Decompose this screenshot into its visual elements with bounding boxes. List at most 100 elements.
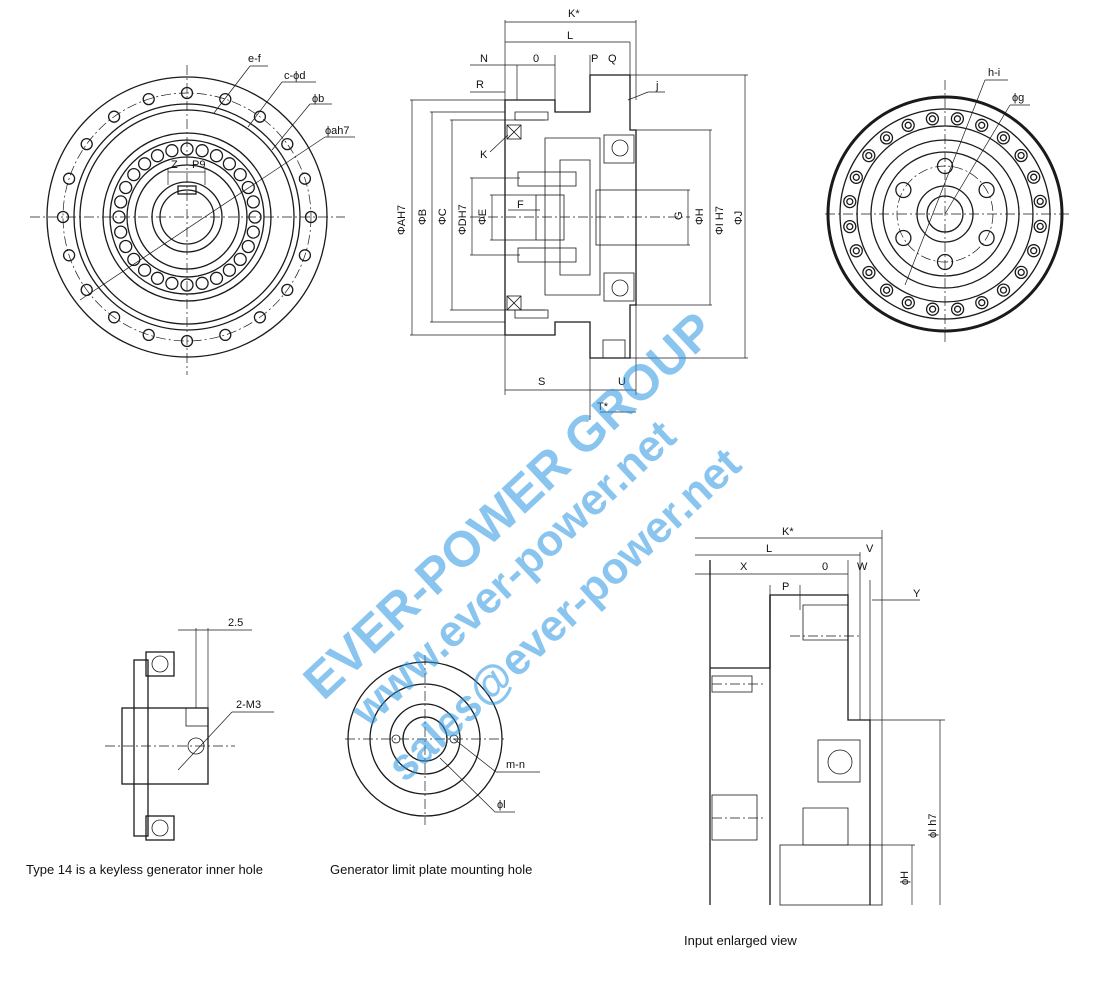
label-r: R [476,79,484,91]
label-u: U [618,376,626,388]
roller [241,180,255,195]
bolt-hole-inner [1017,268,1025,277]
label-j-dia: ΦJ [733,211,745,225]
bolt-hole [142,92,155,106]
roller [127,252,141,267]
roller [246,225,260,239]
label-g: G [673,211,685,220]
bolt-hole-inner [865,151,873,160]
label-c-phid: c-ϕd [284,70,305,82]
bolt-hole [62,249,76,262]
bolt-hole [1033,219,1047,234]
limit-plate-view: m-n ϕl [345,655,540,825]
bolt-hole-inner [846,222,854,231]
label-p: P [591,53,598,65]
roller [165,276,179,290]
label-l: L [567,30,573,42]
bolt-hole [901,118,915,132]
roller [165,144,179,158]
roller [114,225,128,239]
bolt-hole [253,311,267,324]
bolt-hole [142,328,155,342]
label-i-enl: ϕI h7 [927,813,939,838]
bolt-hole-inner [852,173,860,181]
label-o-enl: 0 [822,561,828,573]
roller [241,239,255,254]
bolt-hole-inner [999,134,1008,142]
flange-bolt-holes [56,86,318,348]
label-m-n: m-n [506,759,525,771]
bolt-hole-inner [1030,247,1038,255]
roller [233,167,247,182]
label-h-i: h-i [988,67,1000,79]
label-p-enl: P [782,581,789,593]
roller [180,142,194,156]
roller [209,271,224,285]
bolt-hole [107,110,121,123]
bolt-hole [843,219,857,234]
bolt-hole [1014,265,1028,280]
inner-hole [936,157,954,175]
label-s: S [538,376,545,388]
bolt-hole [1014,148,1028,163]
label-phig: ϕg [1012,92,1024,104]
label-b: ΦB [417,209,429,225]
label-k: K* [568,8,580,20]
rear-bolt-holes [843,112,1047,316]
label-n: N [480,53,488,65]
caption-keyless: Type 14 is a keyless generator inner hol… [26,862,264,877]
bolt-hole-inner [978,299,986,307]
label-p9: P9 [192,159,205,171]
roller [114,195,128,209]
bolt-hole-inner [846,197,854,206]
rear-view: h-i ϕg [825,67,1070,345]
bolt-hole-inner [904,121,912,129]
bolt-hole [219,328,232,342]
bolt-hole [62,172,76,185]
label-t: T* [597,401,609,413]
label-k-small: K [480,149,488,161]
bolt-hole [925,302,940,316]
label-c: ΦC [437,208,449,225]
bolt-hole [975,296,989,310]
label-ah7: ΦAH7 [396,205,408,235]
inner-hole [978,229,995,247]
caption-enlarged: Input enlarged view [684,933,797,948]
roller [180,278,194,292]
label-e-f: e-f [248,53,262,65]
bolt-hole [849,244,863,258]
bolt-hole [1033,194,1047,209]
label-phil: ϕl [497,799,506,811]
label-j: j [655,80,658,92]
roller [127,167,141,182]
inner-hole [936,253,954,271]
label-o: 0 [533,53,539,65]
bolt-hole-inner [953,115,962,123]
section-view: K* L N 0 P Q R j K F S U T* ΦAH7 ΦB ΦC Φ… [396,8,748,420]
roller [195,276,209,290]
label-ih7: ΦI H7 [714,206,726,235]
input-enlarged-view: K* L V X 0 W P Y ϕI h7 ϕH [695,526,945,906]
label-2-5: 2.5 [228,617,243,629]
label-q: Q [608,53,617,65]
roller [119,180,133,195]
bolt-hole [950,302,965,316]
bolt-hole-inner [928,115,937,123]
bolt-hole-inner [882,134,891,142]
label-k-enl: K* [782,526,794,538]
bolt-hole [1027,244,1041,258]
bolt-hole [862,265,876,280]
keyless-generator-view: 2.5 2-M3 [105,617,274,841]
bolt-hole-inner [904,299,912,307]
bolt-hole-inner [953,305,962,313]
bolt-hole [879,283,894,297]
bolt-hole [180,334,194,348]
bolt-hole [925,112,940,126]
roller [150,271,165,285]
rear-inner-holes [895,157,995,271]
roller [150,149,165,163]
inner-hole [895,181,912,199]
label-l-enl: L [766,543,772,555]
bolt-hole [862,148,876,163]
